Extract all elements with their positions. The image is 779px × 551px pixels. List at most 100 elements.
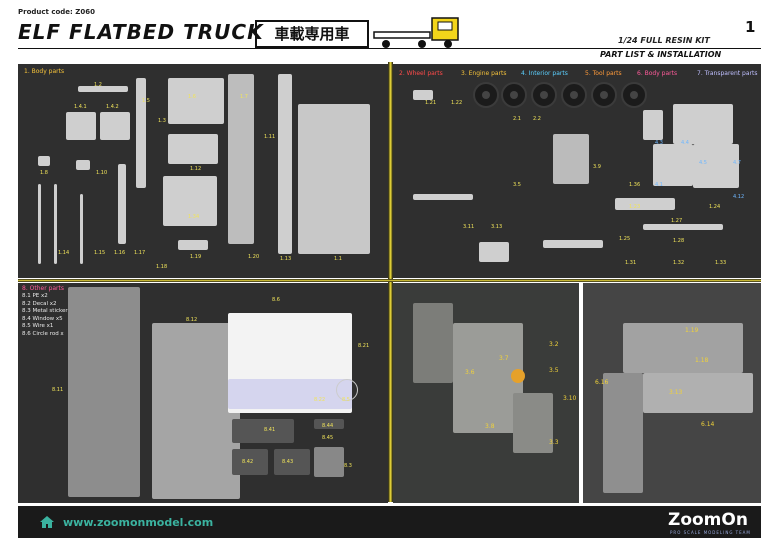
part-label: 1.22 bbox=[451, 100, 463, 106]
part-label: 3.11 bbox=[463, 224, 475, 230]
home-icon[interactable] bbox=[40, 516, 54, 528]
part-label: 8.12 bbox=[186, 317, 198, 323]
part-label: 3.5 bbox=[513, 182, 521, 188]
brand-logo: ZoomOn bbox=[668, 510, 748, 530]
category-tool-parts: 5. Tool parts bbox=[585, 70, 622, 77]
panel-body-parts: 1. Body parts 1.2 1.4.1 1.4.2 1.5 1.6 1.… bbox=[18, 64, 388, 278]
part-label: 8.44 bbox=[322, 423, 334, 429]
part-label: 8.6 bbox=[272, 297, 280, 303]
category-body-parts-6: 6. Body parts bbox=[637, 70, 678, 77]
photo-chassis: 1.19 1.18 3.13 6.16 6.14 bbox=[583, 283, 761, 503]
part-label: 4.4 bbox=[681, 140, 689, 146]
list-item: 8.5 Wire x1 bbox=[22, 323, 54, 329]
product-code: Product code: Z060 bbox=[18, 8, 95, 16]
part-label: 4.7 bbox=[733, 160, 741, 166]
part-label: 8.43 bbox=[282, 459, 294, 465]
part-label: 3.10 bbox=[563, 395, 577, 402]
part-label: 3.13 bbox=[491, 224, 503, 230]
part-label: 3.13 bbox=[669, 389, 683, 396]
part-label: 1.19 bbox=[685, 327, 699, 334]
part-label: 3.2 bbox=[549, 341, 559, 348]
part-label: 6.14 bbox=[701, 421, 715, 428]
category-interior-parts: 4. Interior parts bbox=[521, 70, 568, 77]
part-label: 4.12 bbox=[733, 194, 745, 200]
part-label: 8.45 bbox=[322, 435, 334, 441]
category-other-parts: 8. Other parts bbox=[22, 285, 65, 292]
photo-engine: 3.2 3.7 3.6 3.5 3.10 3.3 3.8 bbox=[393, 283, 579, 503]
truck-icon bbox=[373, 17, 459, 48]
part-label: 1.4.2 bbox=[106, 104, 119, 110]
panel-parts-2-7: 2. Wheel parts 3. Engine parts 4. Interi… bbox=[393, 64, 761, 278]
list-item: 8.2 Decal x2 bbox=[22, 300, 57, 307]
part-label: 8.42 bbox=[242, 459, 254, 465]
jp-title: 車載専用車 bbox=[255, 20, 369, 48]
part-label: 1.2 bbox=[94, 82, 102, 88]
category-wheel-parts: 2. Wheel parts bbox=[399, 70, 443, 77]
part-label: 1.20 bbox=[248, 254, 260, 260]
part-label: 1.15 bbox=[94, 250, 106, 256]
part-label: 1.1 bbox=[334, 256, 342, 262]
list-item: 8.3 Metal sticker bbox=[22, 308, 68, 314]
part-label: 1.7 bbox=[240, 94, 248, 100]
part-label: 6.16 bbox=[595, 379, 609, 386]
header: Product code: Z060 ELF FLATBED TRUCK 車載専… bbox=[0, 0, 779, 62]
footer: www.zoomonmodel.com ZoomOn PRO SCALE MOD… bbox=[18, 506, 761, 538]
part-label: 8.11 bbox=[52, 387, 64, 393]
page-title: ELF FLATBED TRUCK bbox=[18, 20, 264, 44]
part-label: 8.21 bbox=[358, 343, 370, 349]
part-label: 1.18 bbox=[695, 357, 709, 364]
part-label: 3.9 bbox=[593, 164, 601, 170]
part-label: 8.5 bbox=[342, 397, 350, 403]
category-body-parts: 1. Body parts bbox=[24, 68, 65, 75]
panel-other-parts: 8. Other parts 8.1 PE x2 8.2 Decal x2 8.… bbox=[18, 283, 388, 503]
part-label: 1.17 bbox=[134, 250, 146, 256]
other-parts-list: 8.1 PE x2 8.2 Decal x2 8.3 Metal sticker… bbox=[22, 293, 68, 338]
part-label: 3.8 bbox=[485, 423, 495, 430]
list-item: 8.4 Window x5 bbox=[22, 315, 63, 322]
kit-scale: 1/24 FULL RESIN KIT bbox=[618, 36, 710, 45]
part-label: 3.5 bbox=[549, 367, 559, 374]
part-label: 1.14 bbox=[58, 250, 70, 256]
part-label: 1.18 bbox=[156, 264, 168, 270]
part-label: 1.3 bbox=[158, 118, 166, 124]
divider-vertical bbox=[388, 62, 393, 502]
part-label: 1.32 bbox=[673, 260, 685, 266]
page-number: 1 bbox=[745, 18, 756, 36]
part-label: 1.25 bbox=[619, 236, 631, 242]
part-label: 1.23 bbox=[629, 204, 641, 210]
part-label: 1.19 bbox=[190, 254, 202, 260]
part-label: 3.3 bbox=[549, 439, 559, 446]
part-label: 2.1 bbox=[513, 116, 521, 122]
list-item: 8.6 Circle rod x bbox=[22, 330, 64, 337]
part-label: 1.36 bbox=[629, 182, 641, 188]
part-label: 4.5 bbox=[699, 160, 707, 166]
section-subtitle: PART LIST & INSTALLATION bbox=[600, 50, 722, 59]
part-label: 8.3 bbox=[344, 463, 352, 469]
part-label: 1.11 bbox=[264, 134, 276, 140]
part-label: 1.8 bbox=[40, 170, 48, 176]
part-label: 1.28 bbox=[673, 238, 685, 244]
part-label: 1.5 bbox=[142, 98, 150, 104]
part-label: 1.4.1 bbox=[74, 104, 87, 110]
part-label: 1.16 bbox=[114, 250, 126, 256]
part-label: 1.33 bbox=[715, 260, 727, 266]
category-engine-parts: 3. Engine parts bbox=[461, 70, 507, 77]
category-transparent-parts: 7. Transparent parts bbox=[697, 70, 758, 77]
part-label: 3.6 bbox=[465, 369, 475, 376]
part-label: 1.24 bbox=[709, 204, 721, 210]
part-label: 1.31 bbox=[625, 260, 637, 266]
part-label: 2.2 bbox=[533, 116, 541, 122]
divider-horizontal bbox=[18, 279, 761, 282]
header-divider bbox=[18, 48, 761, 49]
part-label: 1.13 bbox=[280, 256, 292, 262]
part-label: 8.22 bbox=[314, 397, 326, 403]
part-label: 1.6 bbox=[188, 94, 196, 100]
part-label: 4.3 bbox=[655, 140, 663, 146]
part-label: 8.41 bbox=[264, 427, 276, 433]
brand-tagline: PRO SCALE MODELING TEAM bbox=[670, 530, 751, 535]
part-label: 1.10 bbox=[96, 170, 108, 176]
list-item: 8.1 PE x2 bbox=[22, 293, 48, 299]
website-link[interactable]: www.zoomonmodel.com bbox=[63, 516, 214, 529]
part-label: 1.34 bbox=[188, 214, 200, 220]
part-label: 3.7 bbox=[499, 355, 509, 362]
